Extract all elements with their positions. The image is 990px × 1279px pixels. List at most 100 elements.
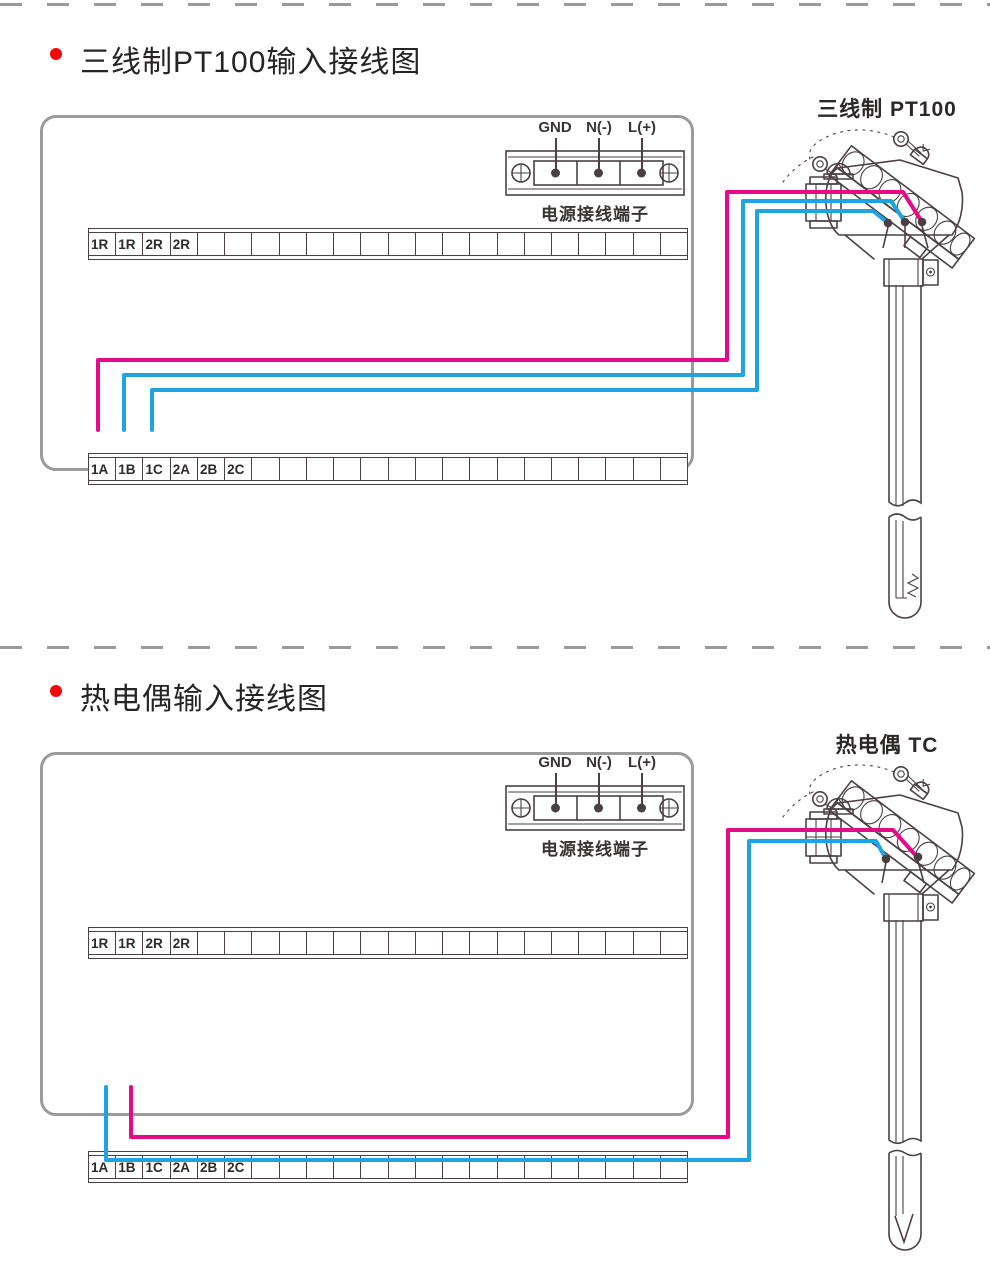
bullet-icon — [50, 685, 62, 697]
terminal-cell — [579, 932, 607, 954]
power-label-l: L(+) — [628, 754, 656, 771]
terminal-cell: 2A — [171, 1156, 198, 1178]
terminal-cell — [552, 233, 580, 255]
power-caption: 电源接线端子 — [541, 205, 649, 224]
terminal-cell — [252, 458, 280, 480]
power-label-n: N(-) — [586, 754, 612, 771]
terminal-cell: 2C — [225, 458, 253, 480]
power-label-n: N(-) — [586, 119, 612, 136]
power-terminal-block — [505, 785, 685, 831]
terminal-cell — [552, 1156, 580, 1178]
terminal-cell: 1A — [89, 458, 117, 480]
terminal-cell — [252, 932, 280, 954]
terminal-cell: 2R — [143, 932, 171, 954]
terminal-cell — [252, 233, 280, 255]
terminal-cell — [416, 233, 444, 255]
wire-magenta-1a — [96, 190, 924, 432]
power-label-gnd: GND — [538, 119, 572, 136]
sensor-label-pt100: 三线制 PT100 — [817, 98, 957, 121]
terminal-cell — [606, 1156, 634, 1178]
terminal-cell — [579, 458, 607, 480]
terminal-cell — [552, 932, 580, 954]
sensor-label-tc: 热电偶 TC — [835, 734, 939, 757]
terminal-cell — [334, 1156, 362, 1178]
terminal-cell — [252, 1156, 280, 1178]
terminal-cell — [579, 1156, 607, 1178]
leader-line — [555, 138, 557, 172]
terminal-cell — [525, 1156, 552, 1178]
terminal-cell — [606, 932, 634, 954]
terminal-cell — [552, 458, 580, 480]
sensor-head-drawing-pt100 — [782, 129, 976, 287]
terminal-cell: 2A — [171, 458, 198, 480]
terminal-cell: 1R — [116, 932, 144, 954]
power-caption: 电源接线端子 — [541, 840, 649, 859]
terminal-cell: 2B — [198, 1156, 226, 1178]
bullet-icon — [50, 48, 62, 60]
dashed-divider-top — [0, 3, 990, 6]
power-terminal-block — [505, 150, 685, 196]
screw-cross-icon — [512, 799, 530, 817]
terminal-cell — [470, 932, 498, 954]
power-label-l: L(+) — [628, 119, 656, 136]
terminal-cell — [579, 233, 607, 255]
terminal-cell — [361, 233, 389, 255]
terminal-cell — [225, 233, 253, 255]
terminal-cell — [361, 458, 389, 480]
terminal-cell — [389, 1156, 416, 1178]
terminal-cell — [280, 1156, 307, 1178]
terminal-cell — [307, 233, 335, 255]
terminal-cell — [498, 233, 525, 255]
terminal-cell — [634, 932, 661, 954]
terminal-cell — [634, 458, 661, 480]
terminal-cell: 1B — [116, 1156, 144, 1178]
terminal-cell — [280, 458, 307, 480]
terminal-cell — [470, 1156, 498, 1178]
leader-line — [555, 773, 557, 807]
terminal-dot — [913, 852, 923, 862]
terminal-cell — [606, 233, 634, 255]
terminal-dot — [917, 217, 927, 227]
terminal-cell: 2C — [225, 1156, 253, 1178]
terminal-dot — [881, 854, 891, 864]
section-title-pt100: 三线制PT100输入接线图 — [80, 46, 422, 79]
terminal-cell — [443, 1156, 471, 1178]
terminal-cell — [416, 1156, 444, 1178]
terminal-cell — [443, 233, 471, 255]
terminal-cell — [198, 233, 226, 255]
terminal-cell: 1R — [89, 233, 117, 255]
wire-magenta-1b — [129, 828, 920, 1139]
terminal-cell — [525, 458, 552, 480]
terminal-dot — [883, 218, 893, 228]
terminal-cell — [389, 932, 416, 954]
wire-blue-1a — [104, 839, 888, 1162]
terminal-cell — [606, 458, 634, 480]
terminal-cell — [525, 233, 552, 255]
terminal-cell — [498, 932, 525, 954]
terminal-cell — [198, 932, 226, 954]
terminal-cell: 1R — [89, 932, 117, 954]
rtd-element-icon — [906, 573, 920, 598]
terminal-cell — [334, 233, 362, 255]
terminal-cell — [280, 233, 307, 255]
tc-junction-icon — [894, 1213, 914, 1245]
terminal-cell — [443, 458, 471, 480]
sensor-probe-pt100 — [888, 285, 922, 619]
terminal-cell — [498, 1156, 525, 1178]
terminal-cell — [361, 932, 389, 954]
terminal-cell — [361, 1156, 389, 1178]
terminal-cell: 2R — [143, 233, 171, 255]
terminal-cell — [225, 932, 253, 954]
terminal-cell: 1C — [143, 1156, 171, 1178]
terminal-cell — [307, 1156, 335, 1178]
terminal-cell: 1B — [116, 458, 144, 480]
terminal-cell — [470, 233, 498, 255]
leader-line — [598, 138, 600, 172]
leader-line — [641, 138, 643, 172]
terminal-cell — [389, 458, 416, 480]
wire-blue-1c — [150, 209, 890, 432]
terminal-cell: 2R — [171, 932, 198, 954]
